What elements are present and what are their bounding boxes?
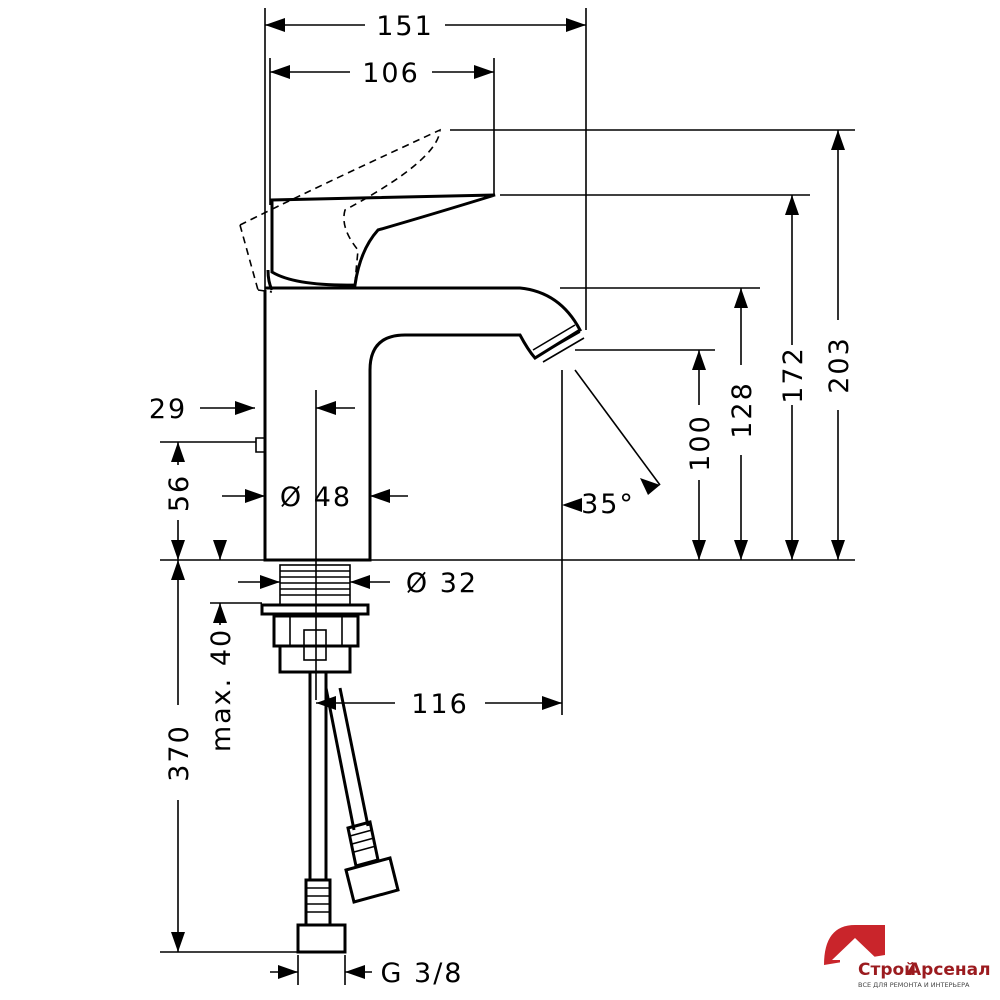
label-width-total: 151 (376, 11, 434, 42)
label-spray-angle: 35° (581, 489, 635, 520)
logo-brand-part1: Строй (858, 960, 916, 980)
label-height-outlet: 100 (685, 414, 716, 472)
label-thread-diameter: Ø 32 (406, 568, 478, 599)
label-height-knob: 56 (164, 474, 195, 512)
label-height-lever: 172 (778, 346, 809, 404)
faucet-outline (160, 128, 855, 954)
brand-logo: Строй Арсенал ВСЕ ДЛЯ РЕМОНТА И ИНТЕРЬЕР… (824, 925, 991, 989)
extension-lines (160, 8, 855, 985)
label-hose-length: 370 (164, 724, 195, 782)
label-offset-knob: 29 (149, 394, 187, 425)
label-max-thickness: max. 40 (206, 628, 237, 752)
logo-brand-part2: Арсенал (908, 960, 991, 980)
label-height-total: 203 (824, 336, 855, 394)
label-reach-center: 116 (411, 689, 469, 720)
label-height-spout: 128 (727, 381, 758, 439)
label-width-spout: 106 (362, 58, 420, 89)
dimension-lines (171, 18, 845, 979)
label-connection: G 3/8 (381, 958, 464, 989)
label-body-diameter: Ø 48 (280, 482, 352, 513)
dimension-labels: 151 106 203 172 128 100 29 56 Ø 48 Ø 32 … (149, 11, 855, 989)
logo-tagline: ВСЕ ДЛЯ РЕМОНТА И ИНТЕРЬЕРА (858, 981, 970, 989)
thread-lines (280, 570, 350, 596)
